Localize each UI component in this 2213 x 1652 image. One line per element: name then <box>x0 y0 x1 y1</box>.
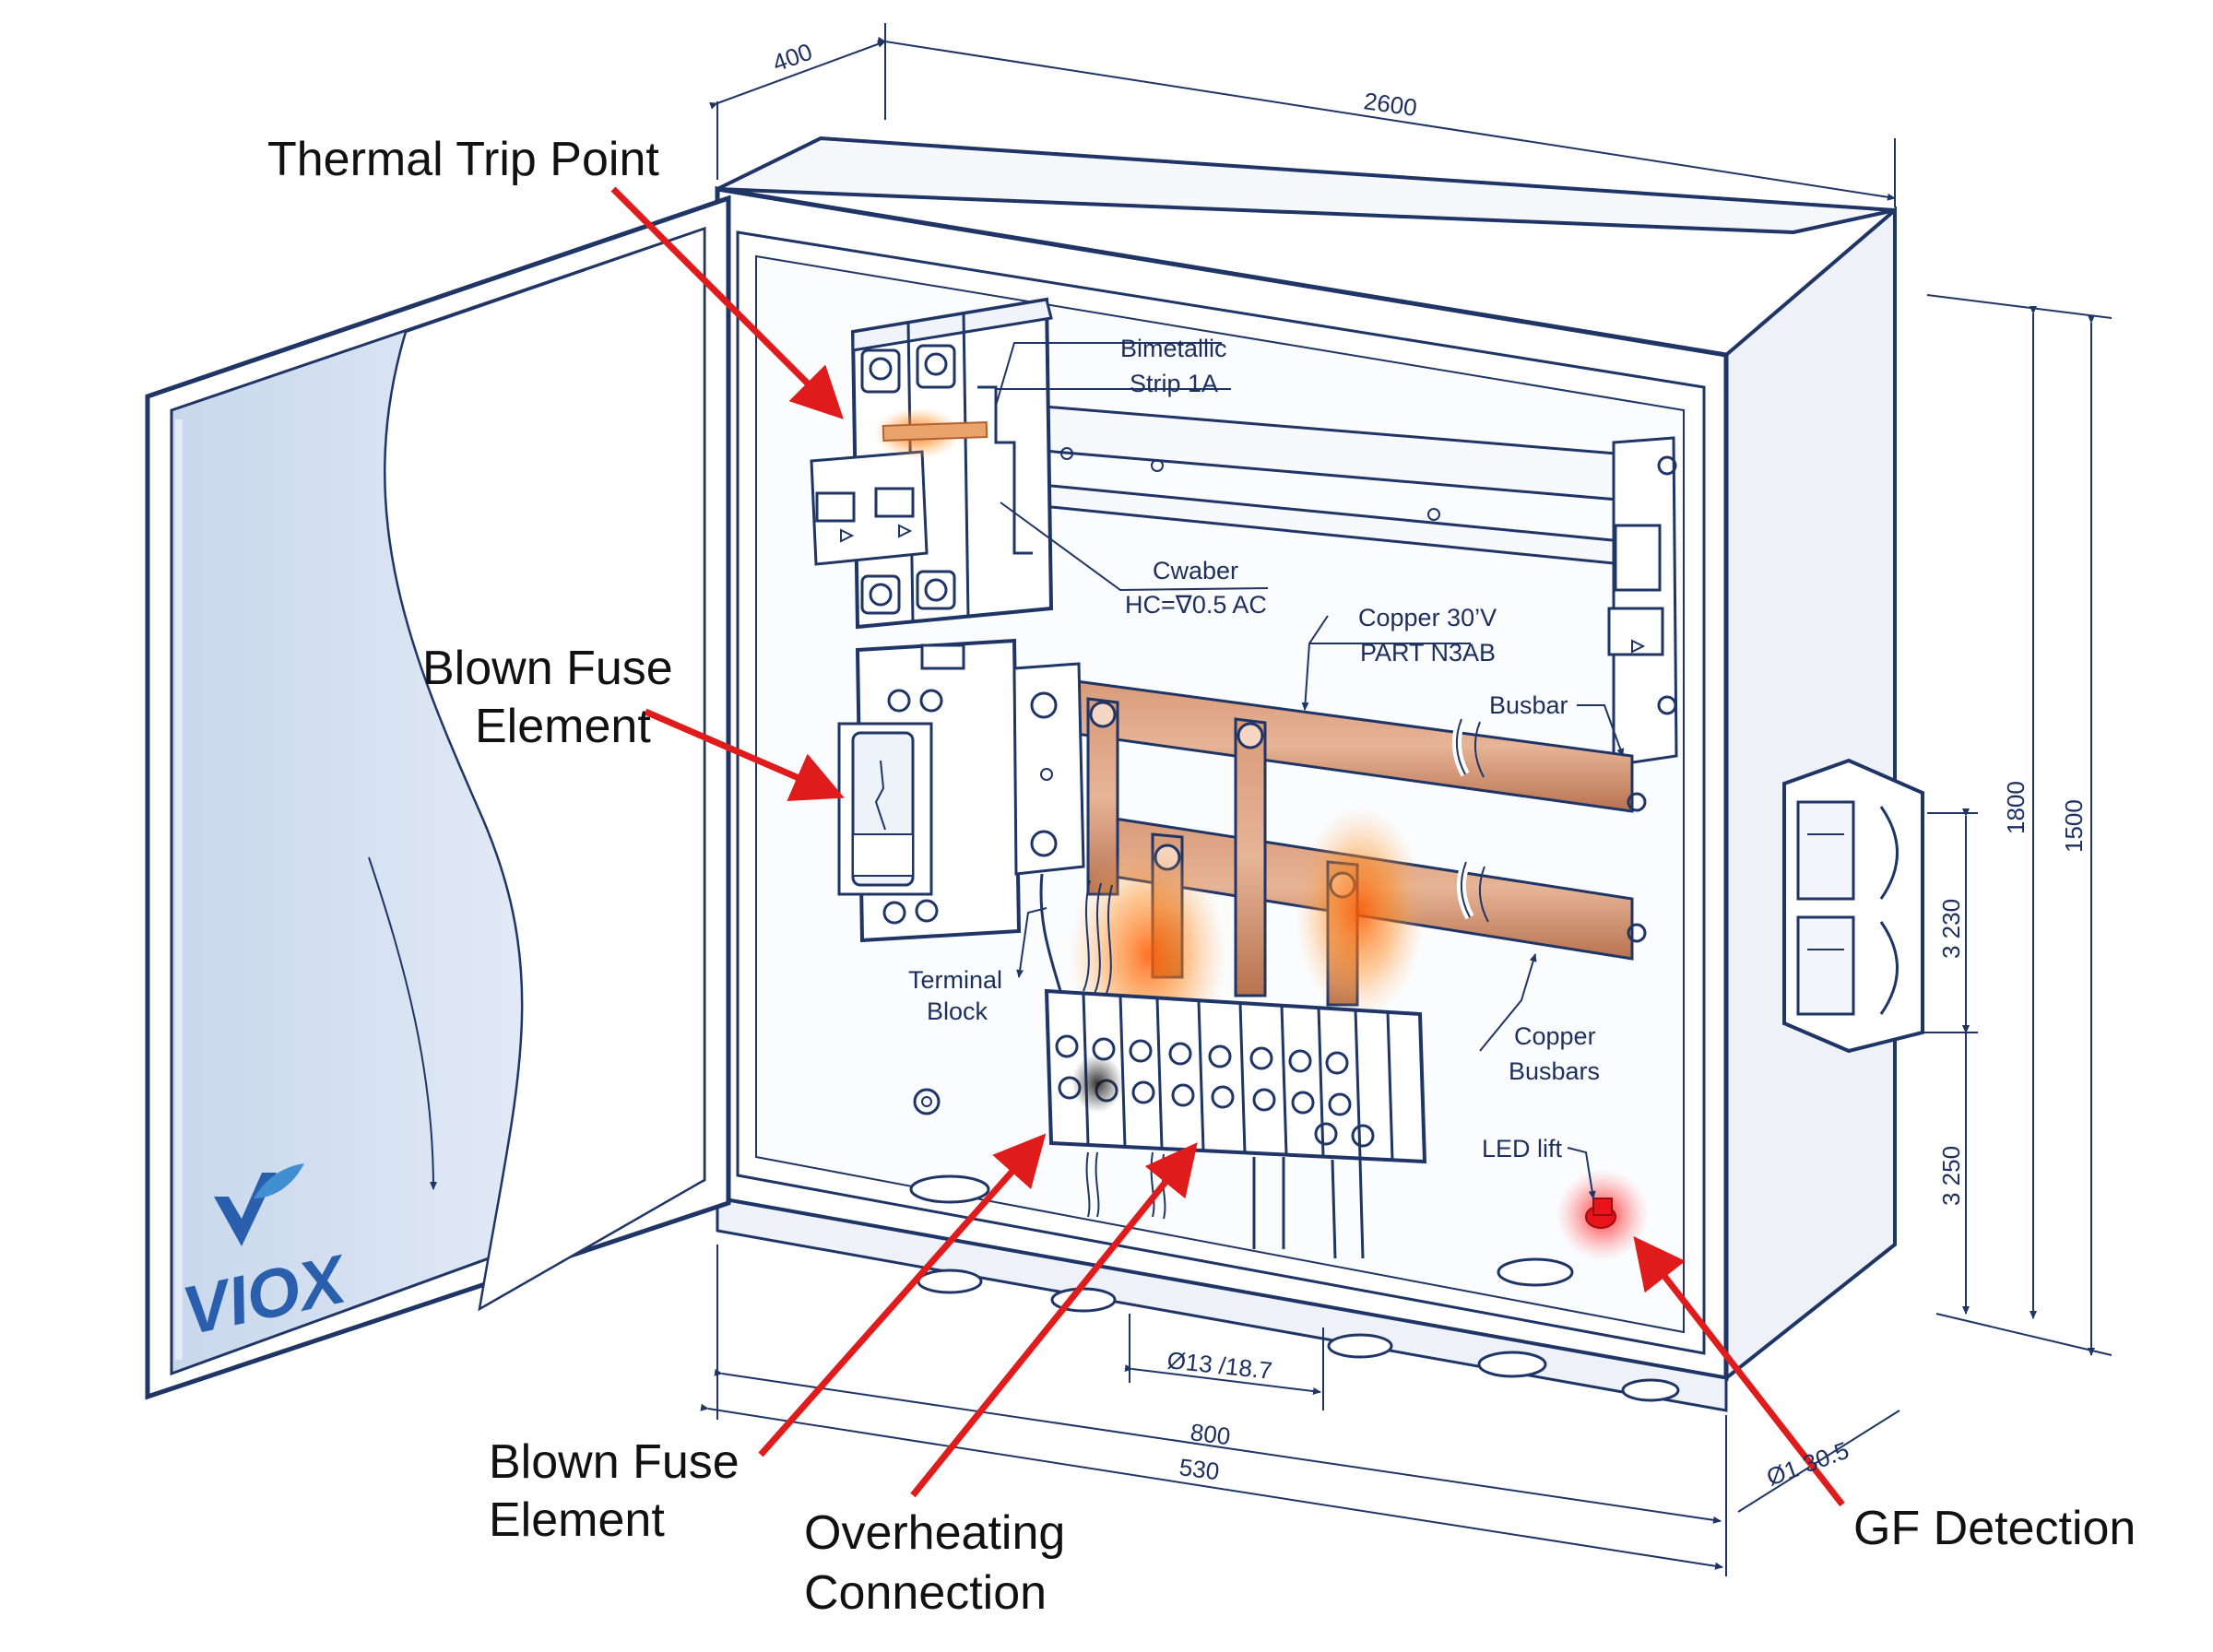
callout-gf-detection: GF Detection <box>1853 1502 2136 1555</box>
label-cwaber-1: Cwaber <box>1153 557 1238 584</box>
label-bimetallic-2: Strip 1A <box>1130 370 1218 397</box>
callout-overheating-1: Overheating <box>804 1506 1065 1560</box>
label-copper-part-1: Copper 30’V <box>1358 604 1497 631</box>
callout-blown-fuse-bottom-2: Element <box>489 1493 665 1547</box>
fuse-holder <box>837 638 1022 943</box>
dim-400: 400 <box>769 38 816 77</box>
callout-blown-fuse-bottom-1: Blown Fuse <box>489 1435 740 1489</box>
dim-3230: 3 230 <box>1937 899 1965 959</box>
dim-3250: 3 250 <box>1937 1146 1965 1206</box>
dim-800: 800 <box>1189 1418 1232 1450</box>
label-terminal-block-1: Terminal <box>908 966 1002 994</box>
circuit-breaker <box>810 297 1054 630</box>
right-breaker <box>1607 436 1678 767</box>
dim-gland: Ø1 30.5 <box>1763 1436 1852 1492</box>
dim-530: 530 <box>1178 1453 1221 1485</box>
label-busbar: Busbar <box>1489 691 1568 719</box>
label-copper-part-2: PART N3AB <box>1360 639 1496 667</box>
callout-thermal-trip: Thermal Trip Point <box>267 133 659 186</box>
dimension-lines <box>700 23 2112 1576</box>
dim-1800: 1800 <box>2002 781 2030 834</box>
side-vent <box>1782 758 1924 1054</box>
enclosure-door <box>145 195 731 1400</box>
label-copper-busbars-1: Copper <box>1514 1022 1596 1050</box>
callout-overheating-2: Connection <box>804 1566 1047 1620</box>
label-leaders <box>995 342 1625 1199</box>
led-indicator <box>1556 1169 1649 1261</box>
label-cwaber-2: HC=∇0.5 AC <box>1125 591 1267 619</box>
terminal-block <box>913 873 1427 1259</box>
label-led: LED lift <box>1482 1135 1563 1162</box>
dim-1500: 1500 <box>2060 799 2088 853</box>
callout-blown-fuse-top-1: Blown Fuse <box>422 642 673 695</box>
callout-blown-fuse-top-2: Element <box>475 700 651 753</box>
label-bimetallic-1: Bimetallic <box>1120 335 1227 362</box>
callout-arrows <box>610 186 1845 1507</box>
label-terminal-block-2: Block <box>927 997 988 1025</box>
label-copper-busbars-2: Busbars <box>1509 1057 1600 1085</box>
dim-hole: Ø13 /18.7 <box>1166 1346 1273 1385</box>
